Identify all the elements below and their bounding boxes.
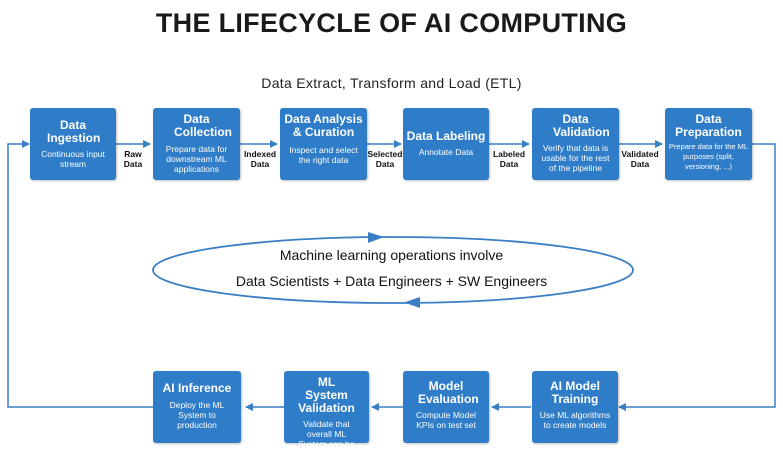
diagram-title: THE LIFECYCLE OF AI COMPUTING xyxy=(155,8,628,38)
box-description: Prepare data for downstream ML applicati… xyxy=(165,144,228,174)
etl-subtitle: Data Extract, Transform and Load (ETL) xyxy=(261,75,522,91)
box-model-evaluation: Model Evaluation Compute Model KPIs on t… xyxy=(403,371,489,443)
box-description: Verify that data is usable for the rest … xyxy=(541,143,610,173)
flow-label-raw-data: Raw Data xyxy=(123,149,143,169)
box-description: Deploy the ML System to production xyxy=(169,400,225,430)
arrow-inference-ingestion xyxy=(7,140,153,408)
cycle-arrowhead-bottom xyxy=(404,297,420,308)
box-description: Annotate Data xyxy=(418,147,474,157)
box-title: Data Validation xyxy=(553,112,610,139)
box-title: Data Analysis & Curation xyxy=(284,112,363,139)
box-ai-inference: AI Inference Deploy the ML System to pro… xyxy=(153,371,241,443)
box-title: Data Preparation xyxy=(675,112,742,139)
box-description: Prepare data for the ML purposes (split,… xyxy=(668,142,749,171)
box-description: Inspect and select the right data xyxy=(289,145,358,165)
box-title: Data Labeling xyxy=(406,129,486,143)
box-data-validation: Data Validation Verify that data is usab… xyxy=(532,108,619,180)
center-cycle-ellipse xyxy=(152,236,634,304)
box-data-ingestion: Data Ingestion Continuous input stream xyxy=(30,108,116,180)
box-title: Model Evaluation xyxy=(418,379,479,406)
cycle-arrowhead-top xyxy=(368,232,384,243)
flow-label-selected-data: Selected Data xyxy=(367,149,403,169)
box-title: Data Collection xyxy=(174,112,233,139)
box-title: Data Ingestion xyxy=(47,118,101,145)
box-ai-model-training: AI Model Training Use ML algorithms to c… xyxy=(532,371,618,443)
box-description: Validate that overall ML System can be d… xyxy=(298,419,355,459)
box-data-analysis-curation: Data Analysis & Curation Inspect and sel… xyxy=(280,108,367,180)
box-description: Compute Model KPIs on test set xyxy=(415,410,476,430)
box-data-labeling: Data Labeling Annotate Data xyxy=(403,108,489,180)
center-text-line2: Data Scientists + Data Engineers + SW En… xyxy=(235,273,548,289)
flow-label-validated-data: Validated Data xyxy=(621,149,659,169)
box-description: Continuous input stream xyxy=(41,149,105,169)
flow-label-indexed-data: Indexed Data xyxy=(243,149,277,169)
center-text-line1: Machine learning operations involve xyxy=(279,247,504,263)
box-data-collection: Data Collection Prepare data for downstr… xyxy=(153,108,240,180)
arrow-preparation-training xyxy=(618,143,776,411)
box-title: AI Inference xyxy=(162,381,232,395)
box-description: Use ML algorithms to create models xyxy=(539,410,611,430)
box-title: AI Model Training xyxy=(550,379,600,406)
box-data-preparation: Data Preparation Prepare data for the ML… xyxy=(665,108,752,180)
box-title: ML System Validation xyxy=(298,375,355,415)
flow-label-labeled-data: Labeled Data xyxy=(492,149,526,169)
box-ml-system-validation: ML System Validation Validate that overa… xyxy=(284,371,369,459)
